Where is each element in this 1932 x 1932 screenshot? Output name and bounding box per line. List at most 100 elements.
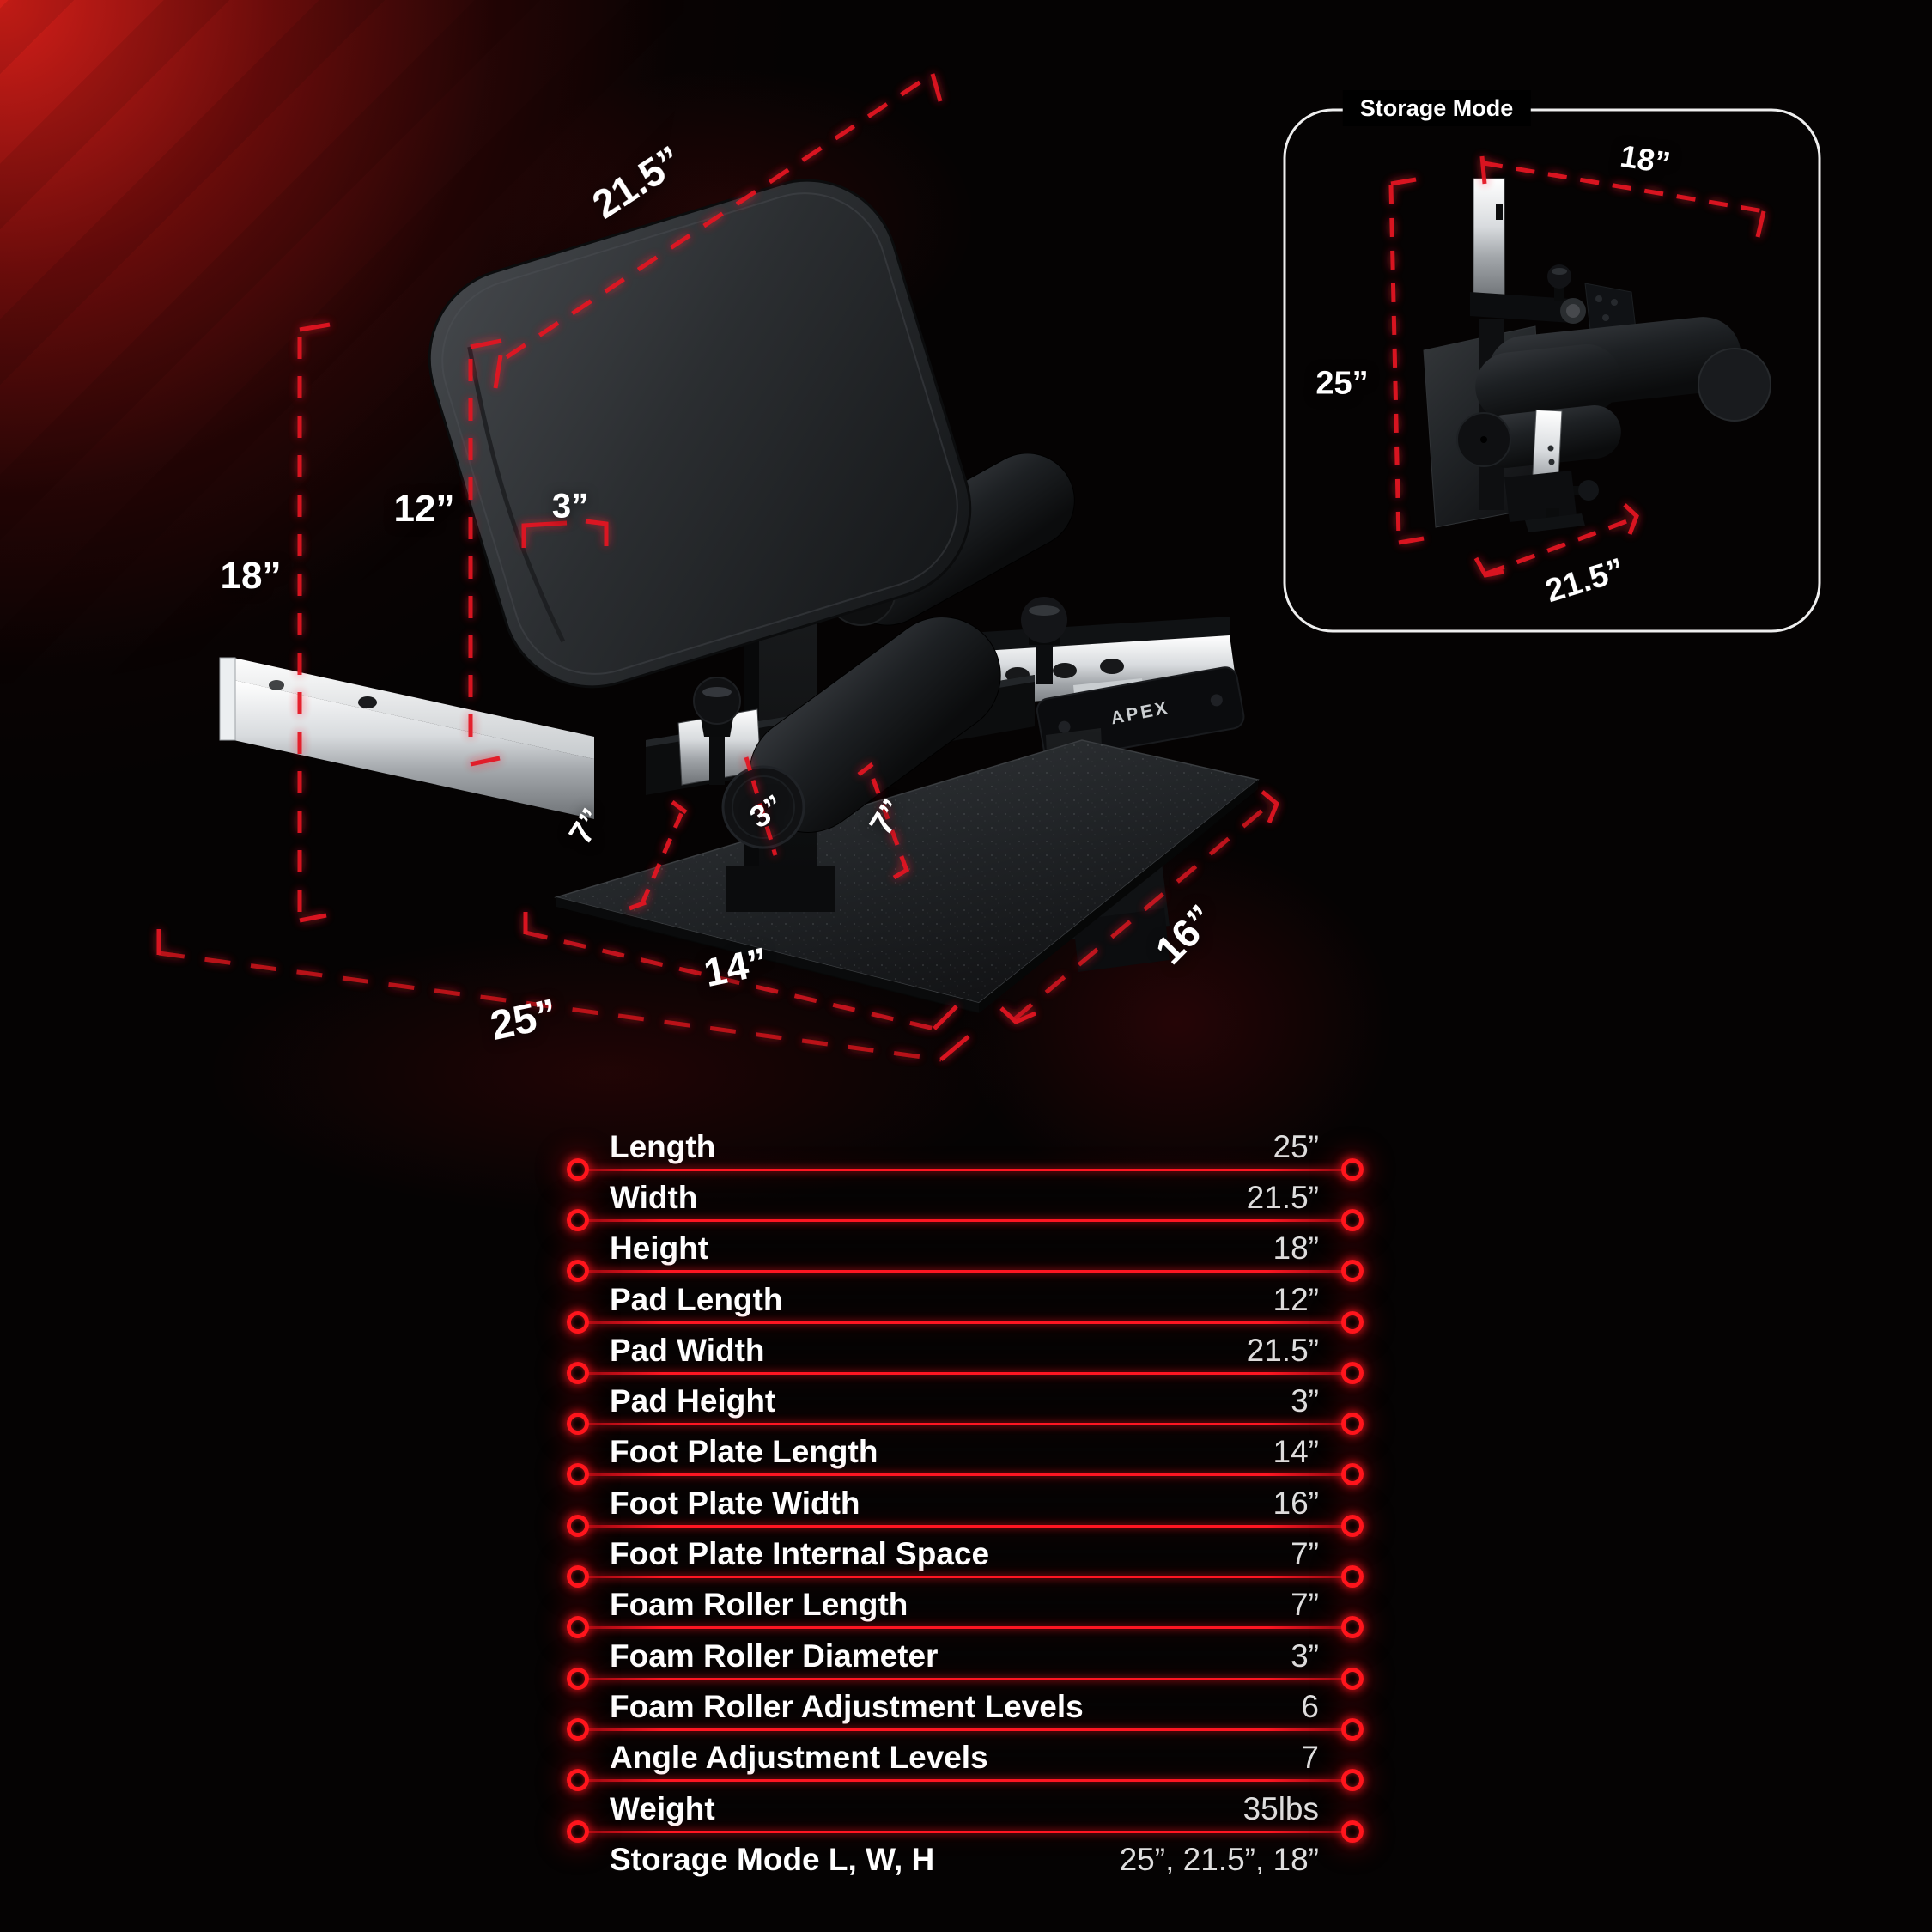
- endpoint-dot: [1341, 1668, 1364, 1690]
- endpoint-dot: [567, 1616, 589, 1638]
- spec-row-label: Pad Length: [610, 1282, 783, 1317]
- endpoint-dot: [1341, 1158, 1364, 1181]
- endpoint-dot: [567, 1820, 589, 1843]
- spec-row-label: Length: [610, 1129, 716, 1164]
- spec-row-value: 16”: [1273, 1485, 1319, 1521]
- endpoint-dot: [567, 1362, 589, 1384]
- spec-row-value: 3”: [1291, 1638, 1319, 1674]
- spec-row-value: 35lbs: [1242, 1791, 1319, 1826]
- spec-row-label: Angle Adjustment Levels: [610, 1740, 988, 1775]
- back-pad: [428, 179, 972, 689]
- spec-row-value: 7”: [1291, 1536, 1319, 1571]
- storage-mode-title: Storage Mode: [1342, 90, 1531, 126]
- endpoint-dot: [567, 1515, 589, 1537]
- front-roller-cap: [721, 765, 805, 849]
- right-adjustment-pin: [1021, 597, 1067, 684]
- table-row: Weight 35lbs: [0, 1784, 1932, 1843]
- table-row: Pad Length 12”: [0, 1275, 1932, 1334]
- spec-row-line: [567, 1565, 1364, 1588]
- endpoint-dot: [1341, 1769, 1364, 1791]
- table-row: Foam Roller Adjustment Levels 6: [0, 1682, 1932, 1741]
- table-row: Width 21.5”: [0, 1173, 1932, 1231]
- spec-row-line: [567, 1463, 1364, 1485]
- product-render: [156, 71, 1821, 1062]
- spec-row-label: Foam Roller Diameter: [610, 1638, 939, 1674]
- spec-row-value: 6: [1301, 1689, 1319, 1724]
- endpoint-dot: [1341, 1362, 1364, 1384]
- spec-row-label: Foot Plate Internal Space: [610, 1536, 990, 1571]
- spec-row-line: [567, 1362, 1364, 1384]
- endpoint-dot: [567, 1463, 589, 1485]
- spec-row-label: Storage Mode L, W, H: [610, 1842, 935, 1877]
- spec-row-line: [567, 1668, 1364, 1690]
- spec-row-label: Height: [610, 1230, 709, 1266]
- inset-dim-height: 25”: [1315, 365, 1369, 402]
- endpoint-dot: [1341, 1616, 1364, 1638]
- endpoint-dot: [567, 1158, 589, 1181]
- spec-row-line: [567, 1616, 1364, 1638]
- spec-row-line: [567, 1769, 1364, 1791]
- spec-row-value: 21.5”: [1246, 1333, 1319, 1368]
- spec-row-value: 25”: [1273, 1129, 1319, 1164]
- spec-row-label: Width: [610, 1180, 698, 1215]
- endpoint-dot: [1341, 1718, 1364, 1741]
- spec-row-value: 25”, 21.5”, 18”: [1119, 1842, 1319, 1877]
- endpoint-dot: [567, 1565, 589, 1588]
- dim-label-pad-length: 12”: [393, 488, 455, 530]
- endpoint-dot: [1341, 1260, 1364, 1282]
- spec-row-line: [567, 1260, 1364, 1282]
- spec-row-line: [567, 1718, 1364, 1741]
- endpoint-dot: [567, 1260, 589, 1282]
- spec-row-label: Foam Roller Adjustment Levels: [610, 1689, 1084, 1724]
- endpoint-dot: [1341, 1565, 1364, 1588]
- spec-row-value: 7”: [1291, 1587, 1319, 1622]
- table-row: Length 25”: [0, 1122, 1932, 1181]
- endpoint-dot: [567, 1209, 589, 1231]
- table-row: Storage Mode L, W, H 25”, 21.5”, 18”: [0, 1835, 1932, 1890]
- endpoint-dot: [567, 1668, 589, 1690]
- spec-row-label: Weight: [610, 1791, 715, 1826]
- spec-row-value: 12”: [1273, 1282, 1319, 1317]
- dim-label-pad-height: 3”: [551, 487, 589, 526]
- endpoint-dot: [567, 1311, 589, 1334]
- endpoint-dot: [1341, 1413, 1364, 1435]
- endpoint-dot: [567, 1718, 589, 1741]
- endpoint-dot: [1341, 1209, 1364, 1231]
- spec-row-label: Foot Plate Width: [610, 1485, 860, 1521]
- spec-row-line: [567, 1413, 1364, 1435]
- table-row: Angle Adjustment Levels 7: [0, 1733, 1932, 1791]
- spec-row-label: Foam Roller Length: [610, 1587, 908, 1622]
- inset-border: [1283, 108, 1821, 633]
- table-row: Foot Plate Internal Space 7”: [0, 1529, 1932, 1588]
- endpoint-dot: [567, 1413, 589, 1435]
- endpoint-dot: [1341, 1515, 1364, 1537]
- spec-row-value: 14”: [1273, 1434, 1319, 1469]
- endpoint-dot: [567, 1769, 589, 1791]
- table-row: Height 18”: [0, 1224, 1932, 1282]
- spec-row-line: [567, 1209, 1364, 1231]
- table-row: Foam Roller Length 7”: [0, 1580, 1932, 1638]
- machine-main: [219, 179, 1260, 1013]
- spec-row-line: [567, 1515, 1364, 1537]
- spec-row-line: [567, 1158, 1364, 1181]
- spec-row-value: 3”: [1291, 1383, 1319, 1419]
- inset-dim-width: 18”: [1618, 137, 1673, 181]
- table-row: Foot Plate Width 16”: [0, 1479, 1932, 1537]
- spec-row-line: [567, 1311, 1364, 1334]
- spec-row-line: [567, 1820, 1364, 1843]
- endpoint-dot: [1341, 1463, 1364, 1485]
- dim-label-height: 18”: [220, 555, 282, 597]
- front-tube: [219, 657, 594, 819]
- storage-inset-render: [1283, 108, 1821, 633]
- table-row: Pad Height 3”: [0, 1376, 1932, 1435]
- table-row: Foot Plate Length 14”: [0, 1427, 1932, 1485]
- spec-row-label: Foot Plate Length: [610, 1434, 878, 1469]
- spec-row-label: Pad Width: [610, 1333, 765, 1368]
- left-adjustment-pin: [693, 677, 741, 785]
- dimension-lines: [156, 71, 1766, 1062]
- endpoint-dot: [1341, 1820, 1364, 1843]
- spec-row-value: 21.5”: [1246, 1180, 1319, 1215]
- spec-row-value: 18”: [1273, 1230, 1319, 1266]
- table-row: Pad Width 21.5”: [0, 1326, 1932, 1384]
